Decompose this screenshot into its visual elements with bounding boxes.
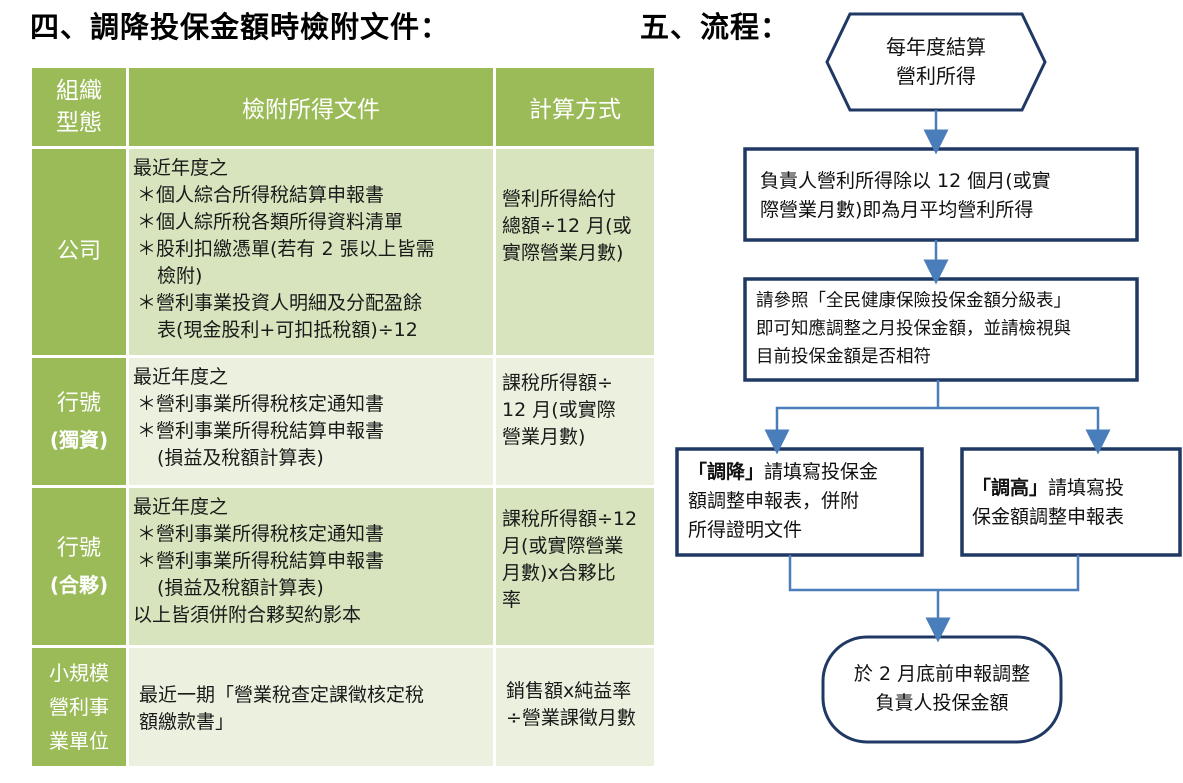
docs-line: 表(現金股利+可扣抵稅額)÷12 (157, 319, 418, 341)
connector-line (788, 555, 1080, 592)
raise-label: 「調高」請填寫投 保金額調整申報表 (972, 474, 1178, 532)
org-type-sole-proprietor: 行號 (獨資) (32, 358, 126, 485)
docs-line: ＊個人綜所稅各類所得資料清單 (137, 211, 404, 233)
flow-section-title: 五、流程： (640, 10, 791, 44)
docs-line: 以上皆須併附合夥契約影本 (133, 604, 362, 626)
org-type-small-business: 小規模 營利事 業單位 (32, 648, 126, 766)
header-org-type-line: 型態 (56, 110, 102, 136)
org-type-sublabel: (獨資) (49, 427, 109, 452)
end-line: 負責人投保金額 (875, 692, 1009, 714)
lower-keyword: 「調降」 (688, 461, 765, 483)
calc-line: 月(或實際營業 (502, 535, 624, 557)
docs-line: ＊營利事業所得稅核定通知書 (137, 393, 385, 415)
docs-line: 最近年度之 (133, 496, 229, 518)
raise-box (960, 447, 1182, 557)
step1-line: 負責人營利所得除以 12 個月(或實 (760, 170, 1051, 192)
table-row: 小規模 營利事 業單位 最近一期「營業稅查定課徵核定稅 額繳款書」 銷售額x純益… (32, 648, 654, 766)
docs-line: (損益及稅額計算表) (157, 577, 324, 599)
calc-line: 率 (502, 589, 522, 611)
org-type-label: 業單位 (49, 729, 109, 753)
lower-line: 請填寫投保金 (764, 461, 879, 483)
table-row: 行號 (獨資) 最近年度之 ＊營利事業所得稅核定通知書 ＊營利事業所得稅結算申報… (32, 358, 654, 485)
docs-cell: 最近年度之 ＊營利事業所得稅核定通知書 ＊營利事業所得稅結算申報書 (損益及稅額… (129, 488, 493, 645)
org-type-label: 行號 (56, 535, 101, 561)
docs-line: (損益及稅額計算表) (157, 447, 324, 469)
docs-line: ＊營利事業所得稅結算申報書 (137, 550, 385, 572)
end-label: 於 2 月底前申報調整 負責人投保金額 (826, 660, 1058, 718)
calc-cell: 課稅所得額÷12 月(或實際營業 月數)x合夥比 率 (496, 488, 654, 645)
org-type-label: 營利事 (49, 695, 109, 719)
header-org-type: 組織 型態 (32, 68, 126, 146)
step2-line: 目前投保金額是否相符 (756, 347, 931, 367)
org-type-label: 公司 (56, 239, 101, 264)
raise-line: 保金額調整申報表 (972, 506, 1125, 528)
connector-line (938, 406, 1111, 455)
start-label: 每年度結算 營利所得 (850, 33, 1022, 91)
header-calc: 計算方式 (496, 68, 654, 146)
calc-cell: 營利所得給付 總額÷12 月(或 實際營業月數) (496, 149, 654, 355)
lower-box (675, 447, 924, 557)
step2-label: 請參照「全民健康保險投保金額分級表」 即可知應調整之月投保金額，並請檢視與 目前… (756, 287, 1134, 371)
calc-cell: 銷售額x純益率 ÷營業課徵月數 (496, 648, 654, 766)
lower-line: 額調整申報表，併附 (688, 490, 860, 512)
end-line: 於 2 月底前申報調整 (853, 663, 1031, 685)
step2-line: 即可知應調整之月投保金額，並請檢視與 (756, 319, 1071, 339)
calc-line: 12 月(或實際 (502, 399, 616, 421)
header-org-type-line: 組織 (56, 78, 102, 104)
docs-line: 額繳款書」 (139, 711, 235, 733)
org-type-label: 小規模 (49, 661, 109, 685)
calc-line: 課稅所得額÷12 (502, 508, 638, 530)
calc-line: 總額÷12 月(或 (502, 215, 632, 237)
calc-line: 實際營業月數) (502, 242, 624, 264)
raise-keyword: 「調高」 (972, 477, 1049, 499)
documents-table: 組織 型態 檢附所得文件 計算方式 公司 最近年度之 ＊個人綜合所得稅結算申報書… (29, 65, 657, 769)
docs-line: ＊營利事業所得稅結算申報書 (137, 420, 385, 442)
table-row: 公司 最近年度之 ＊個人綜合所得稅結算申報書 ＊個人綜所稅各類所得資料清單 ＊股… (32, 149, 654, 355)
docs-line: ＊個人綜合所得稅結算申報書 (137, 184, 385, 206)
org-type-company: 公司 (32, 149, 126, 355)
docs-cell: 最近一期「營業稅查定課徵核定稅 額繳款書」 (129, 648, 493, 766)
calc-line: 月數)x合夥比 (502, 562, 616, 584)
step1-line: 際營業月數)即為月平均營利所得 (760, 199, 1034, 221)
lower-label: 「調降」請填寫投保金 額調整申報表，併附 所得證明文件 (688, 458, 920, 545)
org-type-sublabel: (合夥) (49, 572, 109, 597)
calc-line: 營業月數) (502, 426, 586, 448)
docs-line: ＊營利事業所得稅核定通知書 (137, 523, 385, 545)
step2-line: 請參照「全民健康保險投保金額分級表」 (756, 291, 1071, 311)
calc-line: 課稅所得額÷ (502, 372, 613, 394)
start-hexagon (825, 12, 1047, 112)
docs-line: 最近年度之 (133, 157, 229, 179)
docs-line: 最近年度之 (133, 366, 229, 388)
lower-line: 所得證明文件 (688, 519, 803, 541)
table-row: 行號 (合夥) 最近年度之 ＊營利事業所得稅核定通知書 ＊營利事業所得稅結算申報… (32, 488, 654, 645)
connector-line (764, 380, 940, 455)
raise-line: 請填寫投 (1048, 477, 1125, 499)
org-type-label: 行號 (56, 390, 101, 416)
docs-line: ＊股利扣繳憑單(若有 2 張以上皆需 (137, 238, 435, 260)
calc-line: 銷售額x純益率 (506, 680, 632, 702)
documents-section-title: 四、調降投保金額時檢附文件： (30, 10, 451, 44)
header-docs: 檢附所得文件 (129, 68, 493, 146)
docs-line: 最近一期「營業稅查定課徵核定稅 (139, 684, 425, 706)
docs-line: ＊營利事業投資人明細及分配盈餘 (137, 292, 423, 314)
calc-cell: 課稅所得額÷ 12 月(或實際 營業月數) (496, 358, 654, 485)
docs-cell: 最近年度之 ＊個人綜合所得稅結算申報書 ＊個人綜所稅各類所得資料清單 ＊股利扣繳… (129, 149, 493, 355)
docs-cell: 最近年度之 ＊營利事業所得稅核定通知書 ＊營利事業所得稅結算申報書 (損益及稅額… (129, 358, 493, 485)
start-line: 營利所得 (896, 64, 976, 88)
calc-line: 營利所得給付 (502, 188, 617, 210)
docs-line: 檢附) (157, 265, 203, 287)
start-line: 每年度結算 (886, 35, 986, 59)
step1-label: 負責人營利所得除以 12 個月(或實 際營業月數)即為月平均營利所得 (760, 167, 1130, 225)
org-type-partnership: 行號 (合夥) (32, 488, 126, 645)
calc-line: ÷營業課徵月數 (506, 707, 636, 729)
